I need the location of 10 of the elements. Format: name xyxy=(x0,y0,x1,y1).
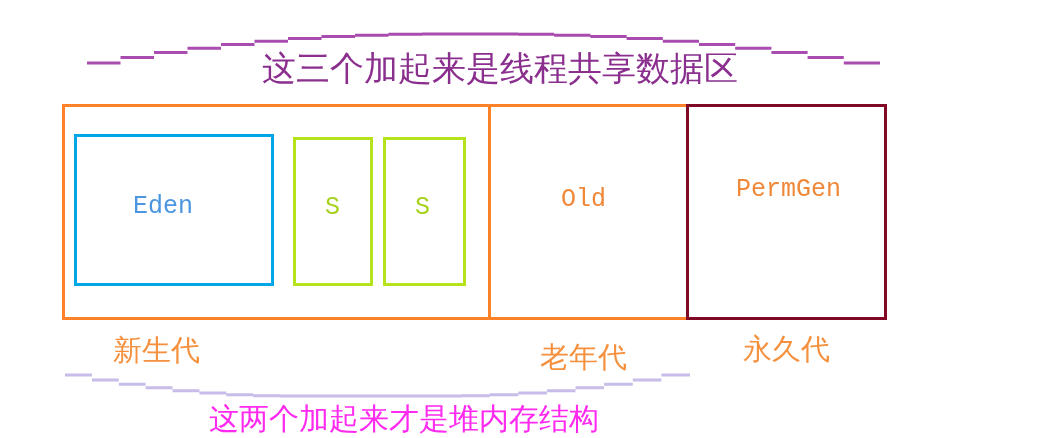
region-label: S xyxy=(415,193,430,223)
brace-caption: 这三个加起来是线程共享数据区 xyxy=(262,49,738,89)
region-label: Old xyxy=(561,185,606,215)
region-heading: 老年代 xyxy=(540,340,627,375)
region-heading: 新生代 xyxy=(113,333,200,368)
region-label: S xyxy=(325,193,340,223)
region-label: PermGen xyxy=(736,175,842,205)
region-label: Eden xyxy=(133,192,193,222)
brace-caption: 这两个加起来才是堆内存结构 xyxy=(209,401,599,437)
region-heading: 永久代 xyxy=(743,332,830,367)
